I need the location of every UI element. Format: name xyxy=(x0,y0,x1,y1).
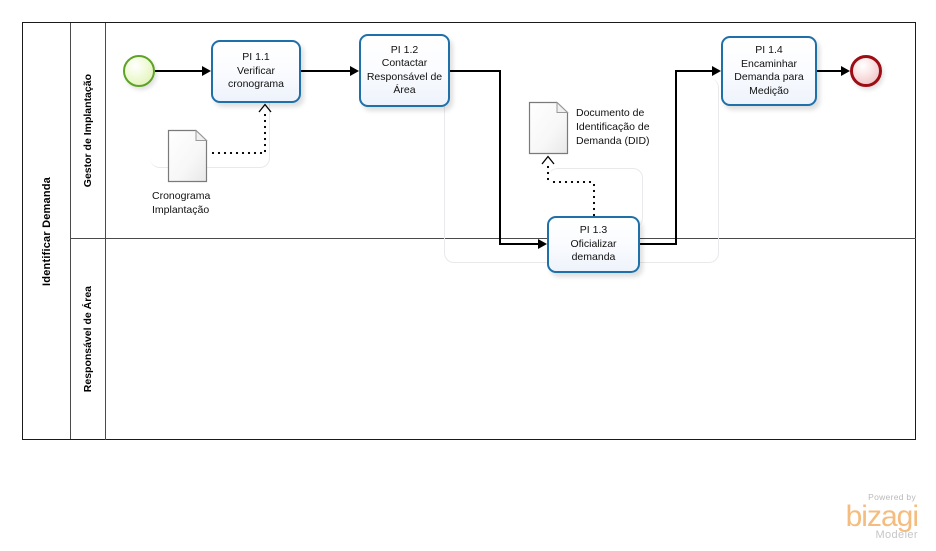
pool-header[interactable]: Identificar Demanda xyxy=(23,23,71,439)
assoc-cronograma-seg1 xyxy=(210,152,266,154)
flow-11-to-12-line xyxy=(301,70,351,72)
lane-header-responsavel[interactable]: Responsável de Área xyxy=(71,239,106,440)
task-pi-1-4[interactable]: PI 1.4 Encaminhar Demanda para Medição xyxy=(721,36,817,106)
task-pi-1-1-label: PI 1.1 Verificar cronograma xyxy=(227,51,285,91)
lane-name-label-gestor: Gestor de Implantação xyxy=(82,73,94,188)
assoc-cronograma-seg2 xyxy=(264,112,266,154)
lane-gestor-de-implantacao[interactable]: Gestor de Implantação xyxy=(71,23,916,239)
task-pi-1-4-label: PI 1.4 Encaminhar Demanda para Medição xyxy=(734,44,804,97)
task-pi-1-1[interactable]: PI 1.1 Verificar cronograma xyxy=(211,40,301,103)
assoc-did-seg1 xyxy=(593,182,595,216)
pool-name-label: Identificar Demanda xyxy=(40,176,53,286)
document-icon-did[interactable] xyxy=(527,100,571,156)
start-event-circle[interactable] xyxy=(123,55,155,87)
assoc-did-seg2 xyxy=(551,181,595,183)
flow-12-to-13-arrowhead xyxy=(538,239,547,249)
watermark-product: Modeler xyxy=(875,529,918,541)
assoc-did-arrowhead xyxy=(541,155,555,165)
flow-12-to-13-seg2 xyxy=(499,70,501,245)
watermark-powered-by: Powered by xyxy=(868,492,916,502)
flow-11-to-12-arrowhead xyxy=(350,66,359,76)
document-label-cronograma: Cronograma Implantação xyxy=(152,190,211,216)
task-pi-1-3-label: PI 1.3 Oficializar demanda xyxy=(570,224,617,264)
routing-ghost-cronograma xyxy=(150,78,270,168)
flow-12-to-13-seg1 xyxy=(450,70,501,72)
flow-13-to-14-seg1 xyxy=(640,243,677,245)
flow-14-to-end-line xyxy=(817,70,848,72)
flow-start-to-11-line xyxy=(155,70,203,72)
flow-12-to-13-seg3 xyxy=(499,243,540,245)
lane-name-label-responsavel: Responsável de Área xyxy=(82,286,94,393)
assoc-cronograma-arrowhead xyxy=(258,103,272,113)
bizagi-watermark: Powered by bizagi Modeler xyxy=(786,492,919,541)
watermark-brand: bizagi xyxy=(845,500,919,533)
task-pi-1-3[interactable]: PI 1.3 Oficializar demanda xyxy=(547,216,640,273)
flow-13-to-14-seg3 xyxy=(675,70,715,72)
flow-14-to-end-arrowhead xyxy=(841,66,850,76)
task-pi-1-2[interactable]: PI 1.2 Contactar Responsável de Área xyxy=(359,34,450,107)
flow-13-to-14-seg2 xyxy=(675,70,677,244)
lane-header-gestor[interactable]: Gestor de Implantação xyxy=(71,23,106,238)
lane-body-responsavel xyxy=(106,239,916,440)
end-event-circle[interactable] xyxy=(850,55,882,87)
flow-start-to-11-arrowhead xyxy=(202,66,211,76)
document-icon-cronograma[interactable] xyxy=(166,128,210,184)
routing-ghost-did xyxy=(548,168,643,228)
task-pi-1-2-label: PI 1.2 Contactar Responsável de Área xyxy=(366,43,443,97)
document-label-did: Documento de Identificação de Demanda (D… xyxy=(576,107,650,147)
lane-responsavel-de-area[interactable]: Responsável de Área xyxy=(71,239,916,440)
assoc-did-seg3 xyxy=(547,164,549,183)
flow-13-to-14-arrowhead xyxy=(712,66,721,76)
